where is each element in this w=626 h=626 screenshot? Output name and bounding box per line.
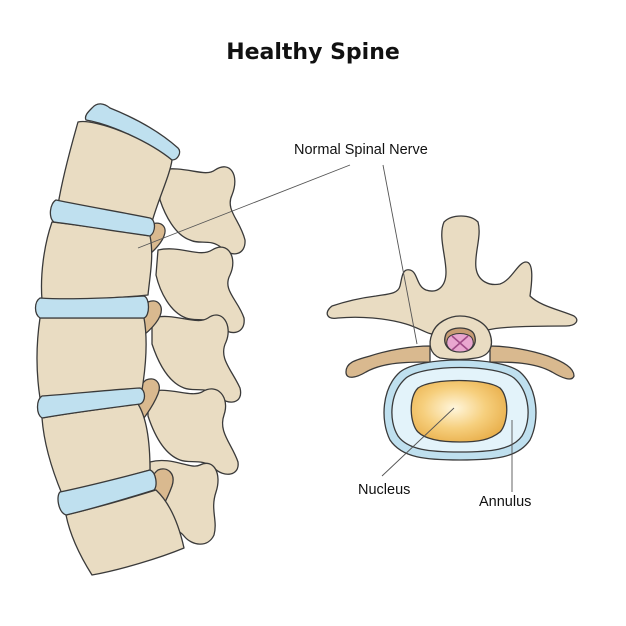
spinous-process-3 [151, 314, 242, 403]
nerve-leader-side [137, 164, 351, 249]
spinous-process-1 [159, 166, 246, 255]
left-pedicle [345, 345, 431, 378]
disc-2 [49, 199, 156, 237]
vertebra-body-3 [36, 317, 147, 399]
disc-4 [36, 387, 146, 419]
nucleus-leader [381, 407, 455, 477]
diagram-title: Healthy Spine [226, 40, 400, 65]
right-pedicle [489, 345, 575, 380]
label-annulus: Annulus [479, 494, 532, 510]
spinous-process-4 [147, 388, 239, 475]
disc-3 [34, 295, 150, 319]
label-normal-spinal-nerve: Normal Spinal Nerve [294, 142, 428, 158]
spinous-process-2 [155, 246, 245, 334]
nerve-leader-axial [382, 164, 418, 345]
axial-view-vertebra [326, 215, 578, 461]
grey-matter [451, 335, 469, 351]
nucleus [410, 379, 508, 443]
label-nucleus: Nucleus [358, 482, 411, 498]
disc-1 [84, 103, 181, 161]
leader-lines [137, 164, 513, 492]
disc-5 [57, 469, 157, 516]
side-view-spine [34, 103, 246, 576]
